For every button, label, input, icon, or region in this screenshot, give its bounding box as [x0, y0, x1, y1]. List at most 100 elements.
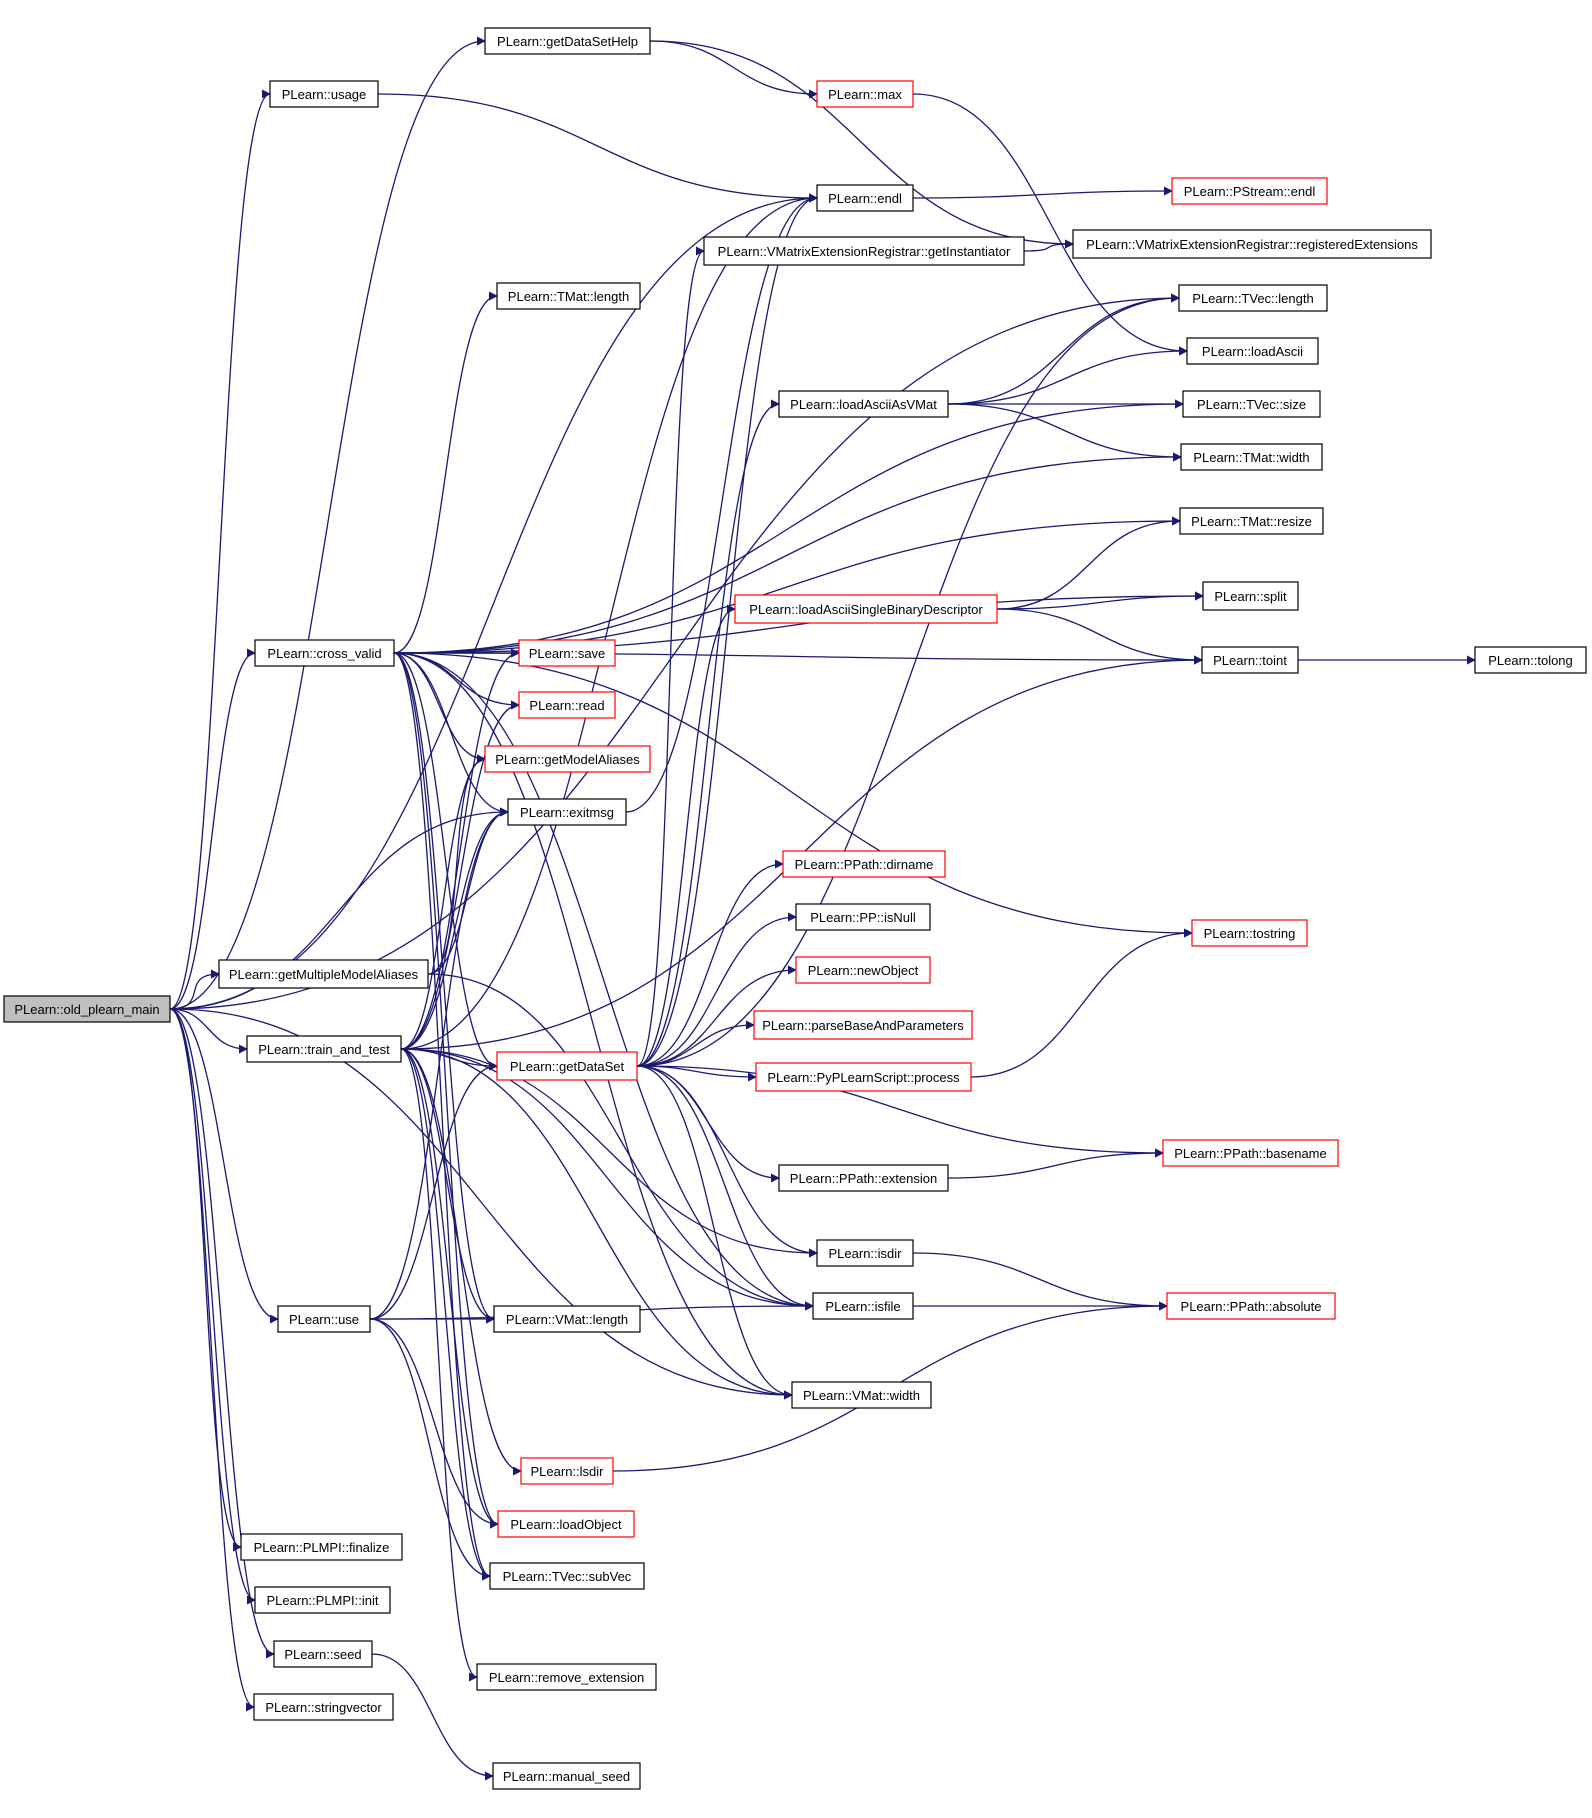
node-label: PLearn::isfile — [825, 1299, 900, 1314]
node-loadobj[interactable]: PLearn::loadObject — [497, 1510, 635, 1538]
call-edge-seed-to-mseed — [371, 1653, 494, 1781]
node-tolong[interactable]: PLearn::tolong — [1474, 646, 1587, 674]
node-use[interactable]: PLearn::use — [277, 1305, 371, 1333]
call-edge-laavm-to-tmatwidth — [947, 403, 1182, 462]
node-label: PLearn::PyPLearnScript::process — [767, 1070, 960, 1085]
call-edge-laavm-to-tveclen — [947, 293, 1180, 405]
node-box — [782, 850, 946, 878]
node-subvec[interactable]: PLearn::TVec::subVec — [489, 1562, 645, 1590]
node-newobj[interactable]: PLearn::newObject — [795, 956, 931, 984]
node-strvec[interactable]: PLearn::stringvector — [253, 1693, 394, 1721]
node-init[interactable]: PLearn::PLMPI::init — [254, 1586, 391, 1614]
node-pyproc[interactable]: PLearn::PyPLearnScript::process — [755, 1062, 972, 1092]
node-label: PLearn::TMat::length — [508, 289, 629, 304]
node-box — [218, 959, 429, 989]
node-label: PLearn::parseBaseAndParameters — [762, 1018, 964, 1033]
node-isdir[interactable]: PLearn::isdir — [816, 1239, 914, 1267]
node-absolute[interactable]: PLearn::PPath::absolute — [1166, 1292, 1336, 1320]
node-dirname[interactable]: PLearn::PPath::dirname — [782, 850, 946, 878]
node-usage[interactable]: PLearn::usage — [269, 80, 379, 108]
node-box — [1186, 337, 1319, 365]
node-label: PLearn::getMultipleModelAliases — [229, 967, 419, 982]
node-vmatlen[interactable]: PLearn::VMat::length — [493, 1305, 641, 1333]
node-box — [269, 80, 379, 108]
node-gma[interactable]: PLearn::getModelAliases — [484, 745, 651, 773]
node-mseed[interactable]: PLearn::manual_seed — [492, 1762, 641, 1790]
call-edge-max-to-loadascii — [912, 93, 1188, 356]
node-ext[interactable]: PLearn::PPath::extension — [778, 1164, 949, 1192]
node-remext[interactable]: PLearn::remove_extension — [476, 1663, 657, 1691]
node-laavm[interactable]: PLearn::loadAsciiAsVMat — [778, 390, 949, 418]
call-edge-tat-to-save — [400, 648, 520, 1050]
node-split[interactable]: PLearn::split — [1202, 581, 1299, 611]
node-read[interactable]: PLearn::read — [518, 691, 616, 719]
node-gds[interactable]: PLearn::getDataSet — [496, 1051, 638, 1081]
node-basename[interactable]: PLearn::PPath::basename — [1162, 1139, 1339, 1167]
node-box — [246, 1035, 402, 1063]
node-box — [1166, 1292, 1336, 1320]
node-box — [520, 1457, 614, 1485]
node-gmma[interactable]: PLearn::getMultipleModelAliases — [218, 959, 429, 989]
call-edge-use-to-exitmsg — [369, 807, 509, 1320]
node-label: PLearn::tostring — [1204, 926, 1296, 941]
node-box — [1179, 507, 1324, 535]
node-label: PLearn::VMatrixExtensionRegistrar::getIn… — [718, 244, 1011, 259]
node-regext[interactable]: PLearn::VMatrixExtensionRegistrar::regis… — [1072, 229, 1432, 259]
node-getinst[interactable]: PLearn::VMatrixExtensionRegistrar::getIn… — [703, 236, 1025, 266]
node-box — [484, 745, 651, 773]
node-loadascii[interactable]: PLearn::loadAscii — [1186, 337, 1319, 365]
call-edge-tat-to-exitmsg — [400, 807, 509, 1050]
node-label: PLearn::loadAsciiAsVMat — [790, 397, 937, 412]
node-tveclen[interactable]: PLearn::TVec::length — [1178, 284, 1328, 312]
node-tostring[interactable]: PLearn::tostring — [1191, 919, 1308, 947]
node-box — [497, 1510, 635, 1538]
node-isfile[interactable]: PLearn::isfile — [812, 1292, 914, 1320]
call-edge-main-to-strvec — [169, 1008, 255, 1712]
node-layer: PLearn::old_plearn_mainPLearn::getDataSe… — [3, 27, 1587, 1790]
node-label: PLearn::PPath::extension — [790, 1171, 937, 1186]
call-edge-use-to-subvec — [369, 1318, 491, 1581]
call-edge-gds-to-isdir — [636, 1065, 818, 1258]
node-psendl[interactable]: PLearn::PStream::endl — [1171, 177, 1328, 205]
node-save[interactable]: PLearn::save — [518, 639, 616, 667]
node-vmatwidth[interactable]: PLearn::VMat::width — [791, 1381, 932, 1409]
node-box — [254, 639, 395, 667]
call-edge-cv-to-gma — [393, 652, 486, 764]
call-edge-tat-to-vmatwidth — [400, 1048, 793, 1400]
node-endl[interactable]: PLearn::endl — [816, 184, 914, 212]
call-edge-cv-to-tvecsize — [393, 399, 1184, 654]
node-lasbd[interactable]: PLearn::loadAsciiSingleBinaryDescriptor — [734, 594, 998, 624]
node-box — [753, 1010, 973, 1040]
node-box — [496, 282, 641, 310]
node-main[interactable]: PLearn::old_plearn_main — [3, 995, 171, 1023]
node-finalize[interactable]: PLearn::PLMPI::finalize — [240, 1533, 403, 1561]
node-seed[interactable]: PLearn::seed — [273, 1640, 373, 1668]
call-edge-use-to-gds — [369, 1061, 498, 1320]
node-box — [273, 1640, 373, 1668]
node-tat[interactable]: PLearn::train_and_test — [246, 1035, 402, 1063]
node-pbap[interactable]: PLearn::parseBaseAndParameters — [753, 1010, 973, 1040]
node-label: PLearn::stringvector — [265, 1700, 382, 1715]
node-label: PLearn::use — [289, 1312, 359, 1327]
node-max[interactable]: PLearn::max — [816, 80, 914, 108]
node-label: PLearn::max — [828, 87, 902, 102]
node-box — [795, 956, 931, 984]
node-lsdir[interactable]: PLearn::lsdir — [520, 1457, 614, 1485]
node-box — [816, 184, 914, 212]
node-cv[interactable]: PLearn::cross_valid — [254, 639, 395, 667]
node-tmatlen[interactable]: PLearn::TMat::length — [496, 282, 641, 310]
node-toint[interactable]: PLearn::toint — [1201, 646, 1299, 674]
call-edge-gmma-to-exitmsg — [427, 807, 509, 975]
node-box — [507, 798, 627, 826]
node-tvecsize[interactable]: PLearn::TVec::size — [1182, 390, 1321, 418]
node-label: PLearn::TVec::subVec — [503, 1569, 632, 1584]
call-edge-tat-to-lsdir — [400, 1048, 522, 1476]
node-gdsh[interactable]: PLearn::getDataSetHelp — [484, 27, 651, 55]
node-tmatresize[interactable]: PLearn::TMat::resize — [1179, 507, 1324, 535]
node-box — [253, 1693, 394, 1721]
node-label: PLearn::VMat::width — [803, 1388, 920, 1403]
node-exitmsg[interactable]: PLearn::exitmsg — [507, 798, 627, 826]
node-tmatwidth[interactable]: PLearn::TMat::width — [1180, 443, 1323, 471]
node-isnull[interactable]: PLearn::PP::isNull — [795, 903, 931, 931]
node-label: PLearn::old_plearn_main — [14, 1002, 159, 1017]
